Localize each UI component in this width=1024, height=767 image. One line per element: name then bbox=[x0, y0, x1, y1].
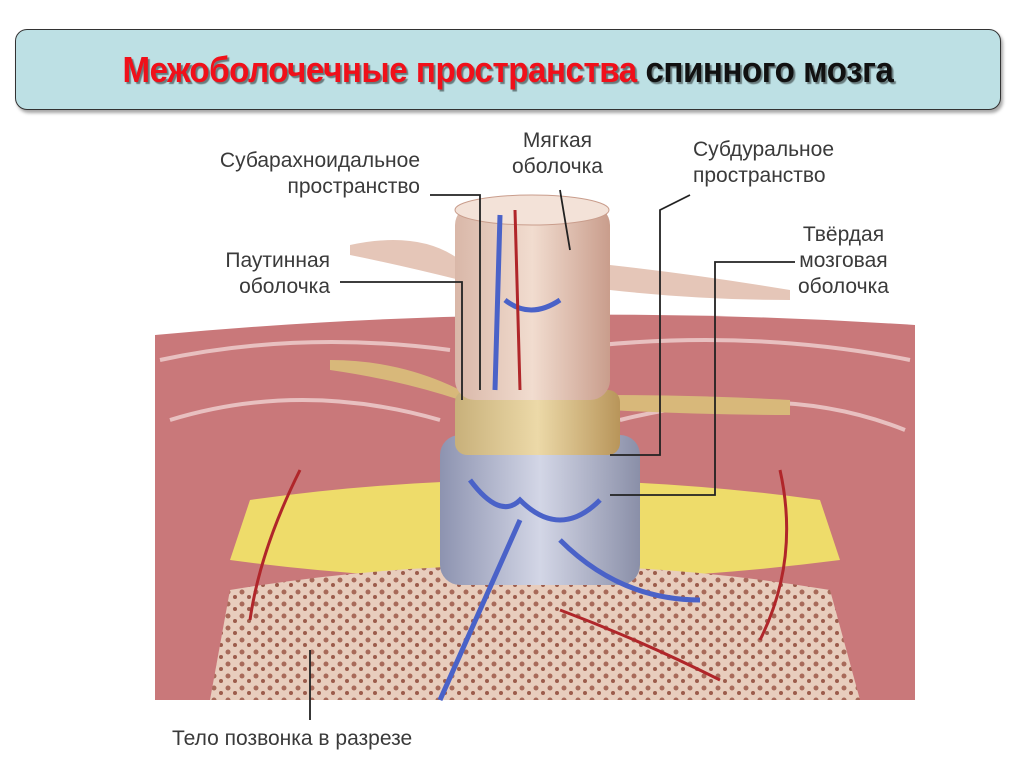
label-line: Субарахноидальное bbox=[219, 149, 420, 172]
title-red-part: Межоболочечные пространства bbox=[122, 48, 638, 90]
label-line: мозговая bbox=[799, 249, 888, 272]
label-vertebral-body: Тело позвонка в разрезе bbox=[172, 727, 413, 750]
spinal-cord bbox=[455, 205, 610, 400]
spinal-nerve-right bbox=[610, 265, 790, 300]
slide-title-box: Межоболочечные пространства спинного моз… bbox=[15, 29, 1001, 110]
label-line: Мягкая bbox=[522, 129, 593, 152]
label-line: оболочка bbox=[239, 275, 330, 298]
arachnoid-sheath bbox=[440, 435, 640, 585]
slide-title: Межоболочечные пространства спинного моз… bbox=[123, 49, 894, 91]
veins bbox=[437, 214, 701, 702]
label-subarachnoid-space: Субарахноидальное пространство bbox=[120, 148, 420, 200]
label-line: Субдуральное bbox=[693, 138, 835, 161]
dorsal-root-right bbox=[610, 395, 790, 415]
title-black-part: спинного мозга bbox=[645, 48, 894, 90]
leader-lines bbox=[309, 189, 795, 720]
label-line: оболочка bbox=[798, 275, 889, 298]
label-arachnoid-mater: Паутинная оболочка bbox=[130, 248, 330, 300]
arteries bbox=[248, 209, 789, 682]
spinal-nerve-left bbox=[350, 240, 460, 280]
label-subdural-space: Субдуральное пространство bbox=[693, 137, 834, 189]
label-line: оболочка bbox=[512, 155, 603, 178]
label-line: пространство bbox=[693, 164, 826, 187]
label-line: Твёрдая bbox=[802, 223, 885, 246]
label-line: пространство bbox=[287, 175, 420, 198]
dorsal-root-left bbox=[330, 360, 460, 400]
label-line: Паутинная bbox=[225, 249, 330, 272]
dura-sheath bbox=[455, 390, 620, 455]
label-pia-mater: Мягкая оболочка bbox=[512, 128, 603, 180]
label-dura-mater: Твёрдая мозговая оболочка bbox=[798, 222, 889, 300]
